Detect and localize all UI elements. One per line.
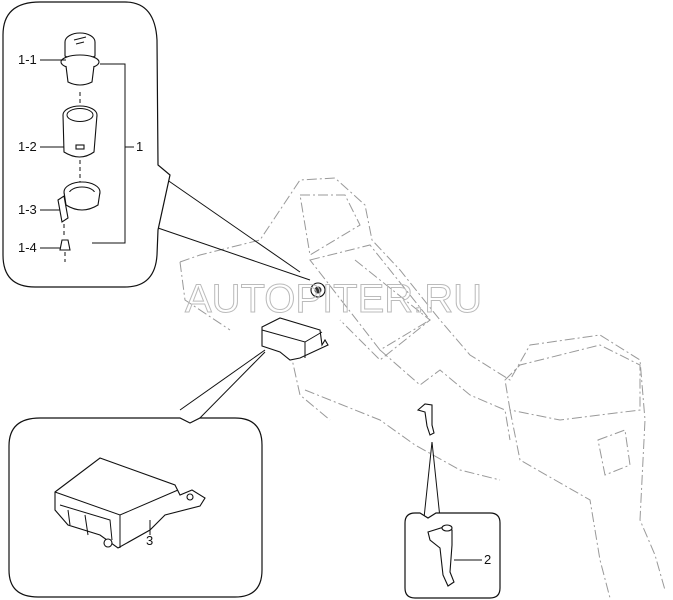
watermark: AUTOPITER.RU: [185, 277, 482, 321]
leader-line-1a: [149, 167, 301, 273]
sensor-small: [416, 403, 435, 436]
label-1-4: 1-4: [18, 240, 37, 255]
label-2: 2: [484, 552, 491, 567]
label-1-1: 1-1: [18, 52, 37, 67]
leader-line-3a: [179, 349, 266, 411]
callout-box-2: [404, 512, 501, 599]
callout-box-3: [8, 417, 263, 598]
leader-line-2b: [431, 441, 441, 519]
leader-line-3b: [194, 351, 266, 424]
label-1-2: 1-2: [18, 139, 37, 154]
label-1-3: 1-3: [18, 202, 37, 217]
airbag-module-small: [261, 317, 329, 361]
lighter-socket-center: [314, 286, 322, 294]
label-3: 3: [146, 533, 153, 548]
leader-line-1b: [157, 227, 311, 281]
center-console-outline: [179, 177, 666, 599]
leader-line-2a: [423, 441, 433, 519]
callout-box-1: [2, 1, 171, 288]
label-1: 1: [136, 139, 143, 154]
